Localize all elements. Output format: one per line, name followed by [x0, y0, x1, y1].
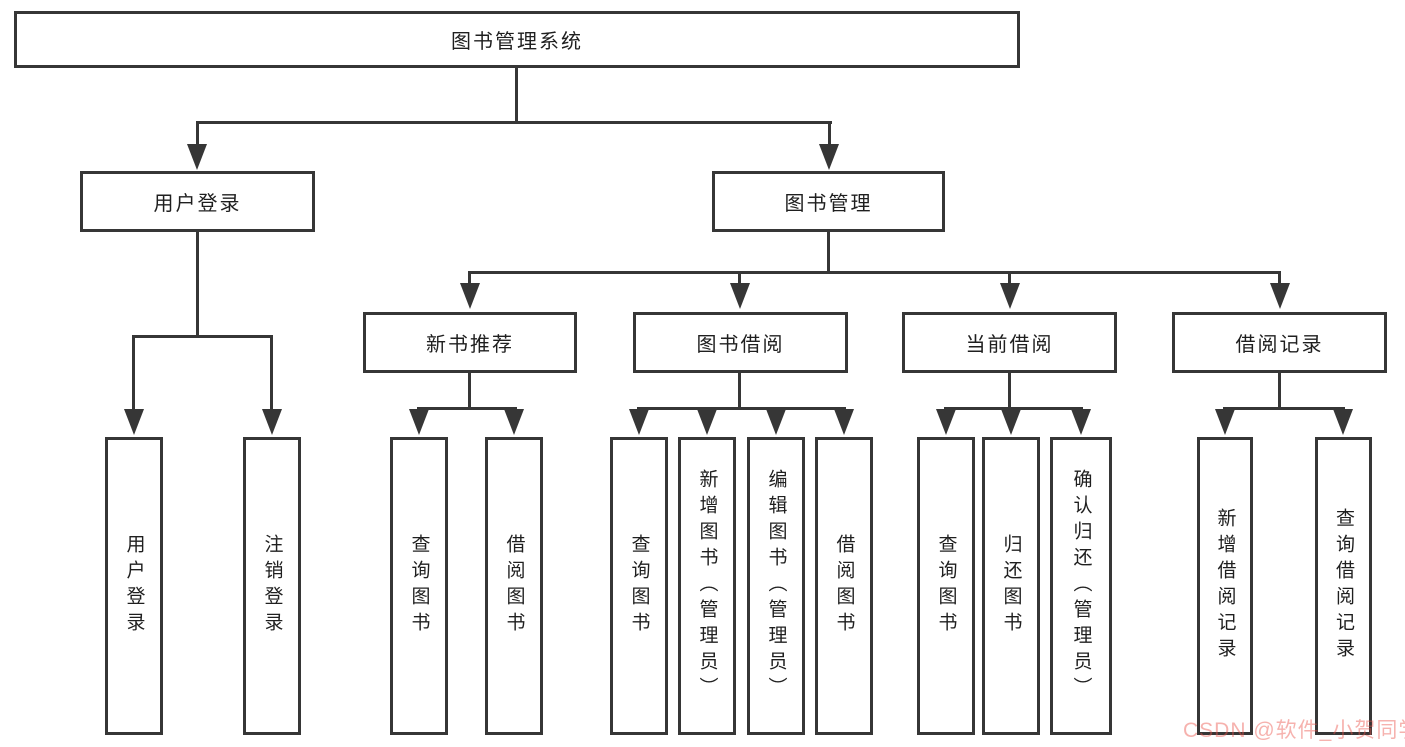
arrowhead-down-icon — [730, 283, 750, 309]
leaf-label: 归还图书 — [1000, 534, 1022, 638]
node-root-label: 图书管理系统 — [451, 31, 583, 53]
connector-line — [828, 121, 831, 148]
leaf-label: 查询借阅记录 — [1333, 508, 1354, 664]
leaf-query-books-current: 查询图书 — [917, 437, 975, 735]
node-current-borrowing-label: 当前借阅 — [965, 334, 1054, 356]
connector-split — [1223, 407, 1345, 410]
arrowhead-down-icon — [834, 409, 854, 435]
leaf-label: 编辑图书（管理员） — [765, 469, 787, 703]
leaf-label: 确认归还（管理员） — [1070, 469, 1092, 703]
arrowhead-down-icon — [697, 409, 717, 435]
connector-line — [1008, 271, 1011, 285]
leaf-query-books-borrowing: 查询图书 — [610, 437, 668, 735]
leaf-label: 查询图书 — [628, 534, 650, 638]
connector-line — [196, 121, 199, 148]
leaf-return-books: 归还图书 — [982, 437, 1040, 735]
arrowhead-down-icon — [460, 283, 480, 309]
leaf-label: 查询图书 — [935, 534, 957, 638]
leaf-query-borrow-record: 查询借阅记录 — [1315, 437, 1372, 735]
connector-line — [132, 335, 135, 411]
connector-split — [637, 407, 846, 410]
arrowhead-down-icon — [187, 144, 207, 170]
arrowhead-down-icon — [629, 409, 649, 435]
node-current-borrowing: 当前借阅 — [902, 312, 1117, 373]
connector-line — [738, 271, 741, 285]
arrowhead-down-icon — [504, 409, 524, 435]
node-book-borrowing: 图书借阅 — [633, 312, 848, 373]
connector-line — [468, 271, 471, 285]
connector-line — [270, 335, 273, 411]
node-book-management: 图书管理 — [712, 171, 945, 232]
connector-split — [944, 407, 1083, 410]
arrowhead-down-icon — [1000, 283, 1020, 309]
arrowhead-down-icon — [936, 409, 956, 435]
leaf-edit-books-admin: 编辑图书（管理员） — [747, 437, 805, 735]
arrowhead-down-icon — [1071, 409, 1091, 435]
leaf-label: 新增图书（管理员） — [696, 469, 718, 703]
leaf-label: 注销登录 — [261, 534, 283, 638]
node-new-book-recommend: 新书推荐 — [363, 312, 577, 373]
node-book-borrowing-label: 图书借阅 — [696, 334, 785, 356]
node-user-login-label: 用户登录 — [153, 193, 242, 215]
arrowhead-down-icon — [766, 409, 786, 435]
csdn-watermark: CSDN @软件_小贺同学 — [1183, 719, 1405, 742]
connector-level2-split — [196, 121, 832, 124]
connector-user-login-stem — [196, 232, 199, 335]
connector-root-stem — [515, 68, 518, 121]
leaf-label: 借阅图书 — [833, 534, 855, 638]
leaf-add-books-admin: 新增图书（管理员） — [678, 437, 736, 735]
connector-book-management-stem — [827, 232, 830, 271]
arrowhead-down-icon — [819, 144, 839, 170]
leaf-label: 借阅图书 — [503, 534, 525, 638]
leaf-label: 新增借阅记录 — [1214, 508, 1236, 664]
arrowhead-down-icon — [1215, 409, 1235, 435]
connector-level3-split — [469, 271, 1281, 274]
connector-line — [1278, 373, 1281, 410]
node-borrowing-records: 借阅记录 — [1172, 312, 1387, 373]
connector-line — [468, 373, 471, 410]
arrowhead-down-icon — [409, 409, 429, 435]
node-new-book-recommend-label: 新书推荐 — [426, 334, 514, 356]
leaf-borrow-books: 借阅图书 — [815, 437, 873, 735]
node-book-management-label: 图书管理 — [784, 193, 873, 215]
connector-line — [1278, 271, 1281, 285]
leaf-label: 查询图书 — [408, 534, 430, 638]
arrowhead-down-icon — [1333, 409, 1353, 435]
leaf-query-books-recommend: 查询图书 — [390, 437, 448, 735]
arrowhead-down-icon — [124, 409, 144, 435]
node-user-login: 用户登录 — [80, 171, 315, 232]
node-root: 图书管理系统 — [14, 11, 1020, 68]
connector-line — [738, 373, 741, 410]
connector-user-login-split — [132, 335, 273, 338]
leaf-confirm-return-admin: 确认归还（管理员） — [1050, 437, 1112, 735]
leaf-label: 用户登录 — [123, 534, 145, 638]
node-borrowing-records-label: 借阅记录 — [1235, 334, 1324, 356]
arrowhead-down-icon — [1001, 409, 1021, 435]
arrowhead-down-icon — [262, 409, 282, 435]
leaf-add-borrow-record: 新增借阅记录 — [1197, 437, 1253, 735]
leaf-logout: 注销登录 — [243, 437, 301, 735]
leaf-borrow-books-recommend: 借阅图书 — [485, 437, 543, 735]
leaf-user-login: 用户登录 — [105, 437, 163, 735]
arrowhead-down-icon — [1270, 283, 1290, 309]
connector-split — [417, 407, 517, 410]
connector-line — [1008, 373, 1011, 410]
